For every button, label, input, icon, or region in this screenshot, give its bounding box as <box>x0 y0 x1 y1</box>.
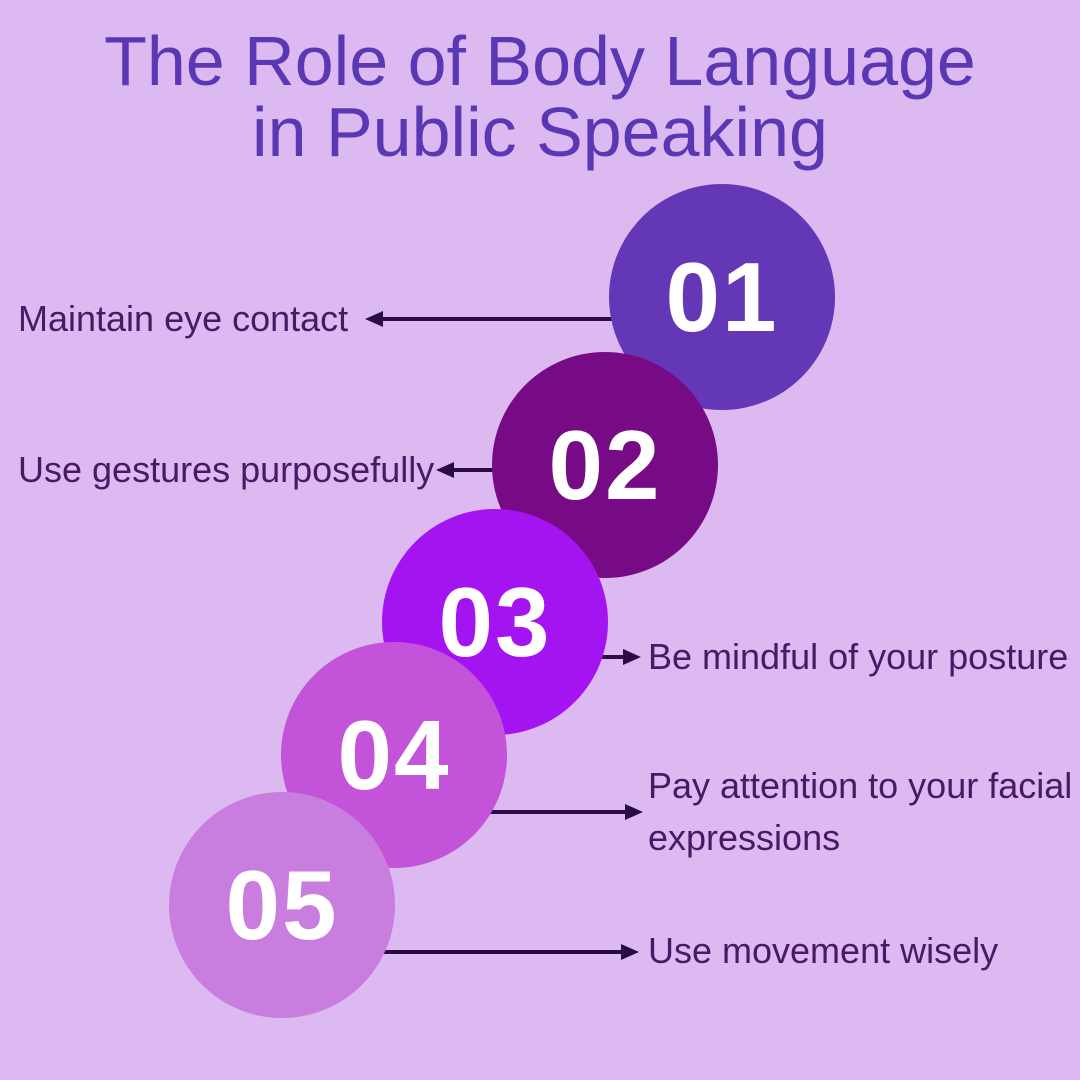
step-label-5: Use movement wisely <box>648 930 999 971</box>
step-label-3: Be mindful of your posture <box>648 636 1069 677</box>
page-title: The Role of Body Language in Public Spea… <box>0 25 1080 172</box>
step-label-1: Maintain eye contact <box>18 298 349 339</box>
step-label-2: Use gestures purposefully <box>18 449 435 490</box>
step-number-2: 02 <box>548 409 662 520</box>
step-label-4: Pay attention to your facial expressions <box>648 765 1073 858</box>
step-number-4: 04 <box>337 699 451 810</box>
step-number-1: 01 <box>665 241 779 352</box>
step-number-5: 05 <box>225 849 339 960</box>
step-circle-5: 05 <box>169 792 395 1018</box>
title-line-2: in Public Speaking <box>252 93 828 172</box>
title-line-1: The Role of Body Language <box>104 22 976 100</box>
step-number-3: 03 <box>438 566 552 677</box>
